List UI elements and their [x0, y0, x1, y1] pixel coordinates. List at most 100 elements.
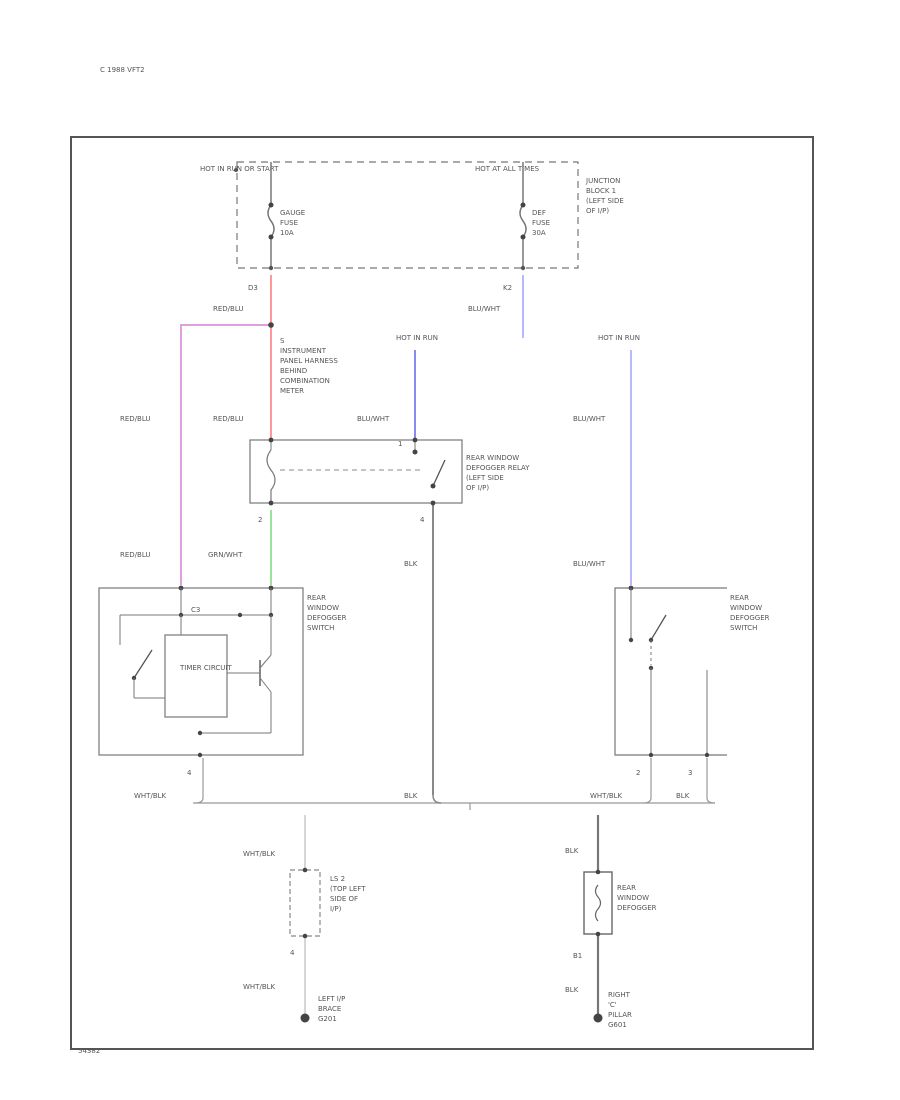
- label-grn-wht: GRN/WHT: [208, 551, 243, 559]
- ls2-text2: (TOP LEFT: [330, 885, 366, 893]
- footer-code: 54382: [78, 1047, 100, 1055]
- relay-text4: OF I/P): [466, 484, 489, 492]
- defogger-relay: 1 4 2 REAR WINDOW DEFOGGER RELAY (LEFT S…: [249, 437, 530, 524]
- ground-right-text4: G601: [608, 1021, 627, 1029]
- label-wht-blk-right: WHT/BLK: [590, 792, 623, 800]
- def-fuse-label2: FUSE: [532, 219, 550, 227]
- junction-hot-always-label: HOT AT ALL TIMES: [475, 165, 540, 173]
- label-blk-right: BLK: [676, 792, 690, 800]
- ground-right-icon: [593, 1013, 603, 1023]
- switch-right-text1: REAR: [730, 594, 749, 602]
- label-wht-blk-ground1: WHT/BLK: [243, 850, 276, 858]
- ls2-text3: SIDE OF: [330, 895, 358, 903]
- label-wht-blk-left: WHT/BLK: [134, 792, 167, 800]
- gauge-fuse: GAUGE FUSE 10A: [267, 162, 305, 268]
- switch-left-text2: WINDOW: [307, 604, 339, 612]
- switch-right-text2: WINDOW: [730, 604, 762, 612]
- relay-text1: REAR WINDOW: [466, 454, 519, 462]
- ground-left-text2: BRACE: [318, 1005, 341, 1013]
- relay-pin-in: 1: [398, 440, 402, 448]
- splice-text5: METER: [280, 387, 304, 395]
- gauge-fuse-label3: 10A: [280, 229, 294, 237]
- defogger-text3: DEFOGGER: [617, 904, 657, 912]
- header-note: C 1988 VFT2: [100, 66, 145, 74]
- relay-text2: DEFOGGER RELAY: [466, 464, 530, 472]
- switch-left-text3: DEFOGGER: [307, 614, 347, 622]
- label-red-blu-top: RED/BLU: [213, 305, 244, 313]
- junction-pin-left: D3: [248, 284, 258, 292]
- ground-right: RIGHT 'C' PILLAR G601: [593, 991, 632, 1029]
- ls2-connector: LS 2 (TOP LEFT SIDE OF I/P) 4: [289, 867, 366, 957]
- wires: [180, 275, 716, 1015]
- label-blu-wht-switch: BLU/WHT: [573, 560, 606, 568]
- ls2-text4: I/P): [330, 905, 342, 913]
- label-blk-def1: BLK: [565, 847, 579, 855]
- relay-pin-out: 4: [420, 516, 425, 524]
- junction-name-line3: (LEFT SIDE: [586, 197, 624, 205]
- def-fuse-label1: DEF: [532, 209, 546, 217]
- label-blu-wht-relay: BLU/WHT: [357, 415, 390, 423]
- timer-circuit-box: [164, 634, 228, 718]
- wire-labels: RED/BLU BLU/WHT RED/BLU RED/BLU BLU/WHT …: [120, 305, 690, 994]
- label-hot-in-run-left: HOT IN RUN: [396, 334, 438, 342]
- label-hot-in-run-right: HOT IN RUN: [598, 334, 640, 342]
- switch-right-contact: [650, 614, 667, 641]
- ground-right-text2: 'C': [608, 1001, 617, 1009]
- timer-label: TIMER CIRCUIT: [179, 664, 232, 672]
- junction-name-line4: OF I/P): [586, 207, 609, 215]
- gauge-fuse-label1: GAUGE: [280, 209, 305, 217]
- ground-right-text3: PILLAR: [608, 1011, 632, 1019]
- ground-left-text3: G201: [318, 1015, 337, 1023]
- junction-name-line1: JUNCTION: [585, 177, 620, 185]
- label-blk-relay: BLK: [404, 560, 418, 568]
- ground-left-icon: [300, 1013, 310, 1023]
- splice-text3: BEHIND: [280, 367, 307, 375]
- junction-hot-run-label: HOT IN RUN OR START: [200, 165, 279, 173]
- gauge-fuse-label2: FUSE: [280, 219, 298, 227]
- defogger-switch-left: C3 TIMER CIRCUIT 4 REAR WINDOW DEFOGGER …: [98, 585, 347, 777]
- label-blu-wht-fuse: BLU/WHT: [468, 305, 501, 313]
- relay-coil: [266, 449, 276, 503]
- defogger-switch-right: 2 3 REAR WINDOW DEFOGGER SWITCH: [614, 585, 770, 777]
- switch-left-pin-bottom: 4: [187, 769, 192, 777]
- junction-name-line2: BLOCK 1: [586, 187, 616, 195]
- switch-left-pin-top: C3: [191, 606, 200, 614]
- rear-window-defogger: REAR WINDOW DEFOGGER B1: [573, 869, 657, 960]
- junction-pin-right: K2: [503, 284, 512, 292]
- switch-right-pin3: 3: [688, 769, 692, 777]
- relay-text3: (LEFT SIDE: [466, 474, 504, 482]
- diagram-frame: [70, 136, 814, 1050]
- label-blk-center: BLK: [404, 792, 418, 800]
- ground-right-text1: RIGHT: [608, 991, 631, 999]
- def-fuse: DEF FUSE 30A: [519, 162, 550, 268]
- splice-text4: COMBINATION: [280, 377, 330, 385]
- ground-left: LEFT I/P BRACE G201: [300, 995, 345, 1023]
- red-blu-wire-branch: [180, 324, 271, 585]
- relay-pin-coil: 2: [258, 516, 262, 524]
- label-red-blu-switch: RED/BLU: [120, 551, 151, 559]
- ls2-pin: 4: [290, 949, 295, 957]
- label-red-blu-left: RED/BLU: [120, 415, 151, 423]
- switch-right-pin2: 2: [636, 769, 640, 777]
- junction-block: HOT IN RUN OR START HOT AT ALL TIMES JUN…: [200, 161, 624, 292]
- splice-letter: S: [280, 337, 285, 345]
- label-blu-wht-right: BLU/WHT: [573, 415, 606, 423]
- defogger-grid-icon: [594, 884, 602, 922]
- label-wht-blk-ground2: WHT/BLK: [243, 983, 276, 991]
- splice-s: S INSTRUMENT PANEL HARNESS BEHIND COMBIN…: [280, 337, 338, 395]
- label-red-blu-mid: RED/BLU: [213, 415, 244, 423]
- def-fuse-label3: 30A: [532, 229, 546, 237]
- defogger-text1: REAR: [617, 884, 636, 892]
- label-blk-def2: BLK: [565, 986, 579, 994]
- switch-right-text4: SWITCH: [730, 624, 757, 632]
- splice-text1: INSTRUMENT: [280, 347, 327, 355]
- switch-left-contact: [133, 649, 153, 679]
- switch-left-text4: SWITCH: [307, 624, 334, 632]
- defogger-pin: B1: [573, 952, 582, 960]
- switch-left-text1: REAR: [307, 594, 326, 602]
- ground-left-text1: LEFT I/P: [318, 995, 345, 1003]
- splice-text2: PANEL HARNESS: [280, 357, 338, 365]
- switch-right-text3: DEFOGGER: [730, 614, 770, 622]
- relay-contact: [432, 459, 446, 487]
